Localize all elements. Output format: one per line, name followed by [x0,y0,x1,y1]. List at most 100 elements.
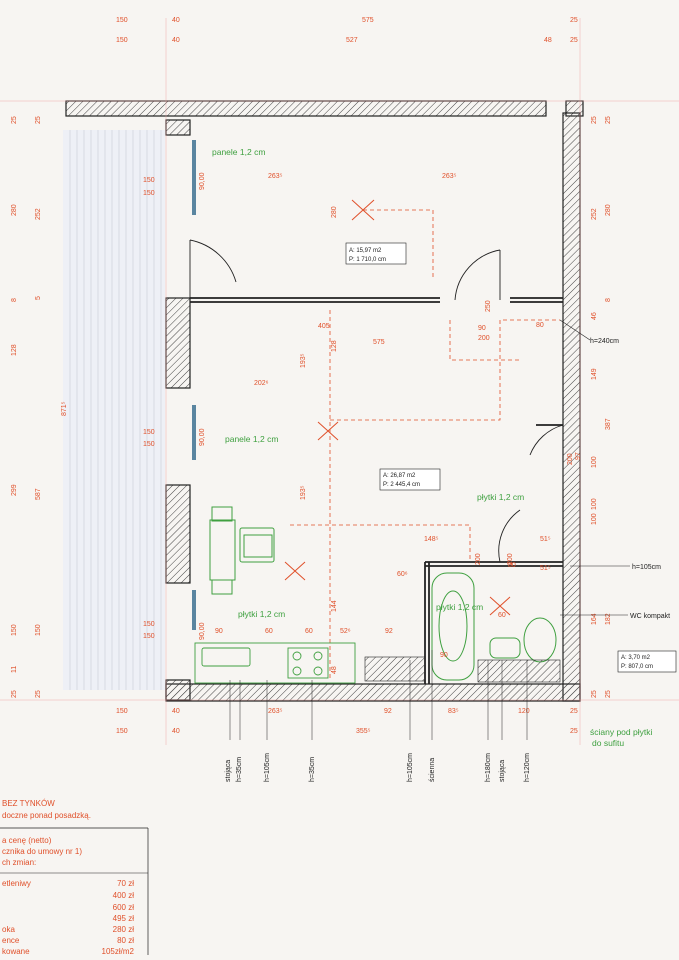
dim-top-1-b: 40 [172,17,180,24]
room1-perimeter: P: 1 710,0 cm [349,257,386,263]
walls-tiles-note: ściany pod płytki [590,727,652,737]
table-row-5-price: 80 zł [117,936,134,945]
dim-m-24: 52⁶ [340,628,351,635]
dim-right-i-5: 25 [591,690,598,698]
dim-m-39: 51⁵ [540,565,551,572]
dim-right-i-1: 252 [591,208,598,220]
vlabel-3: h=35cm [309,757,316,782]
dim-m-40: 60 [498,612,506,619]
dim-right-o-6: 182 [605,613,612,625]
table-row-4-label: oka [2,925,15,934]
table-row-1-price: 400 zł [113,891,135,900]
dim-m-4: 263⁵ [442,173,457,180]
dim-m-22: 60 [265,628,273,635]
dim-left-o-7: 25 [11,690,18,698]
dims-top-1: 150 40 575 25 [116,17,578,24]
dim-m-21: 90 [215,628,223,635]
doors [189,239,564,563]
dim-m-33: 200 [567,453,574,465]
dim-bot-1-d: 92 [384,708,392,715]
vlabel-5: ścienna [429,758,436,782]
dim-m-19: 144 [331,600,338,612]
dim-right-o-0: 25 [605,116,612,124]
leader-lines [229,650,528,740]
dim-m-8: 128 [331,340,338,352]
dim-left-i-6: 25 [35,690,42,698]
price-table: BEZ TYNKÓW doczne ponad posadzką. a cenę… [0,799,149,956]
dims-left-outer: 25 280 8 128 299 150 11 25 [11,116,18,698]
vlabel-8: h=120cm [524,753,531,782]
dim-m-35: 80 [508,562,516,569]
h105-annotation: h=105cm [632,564,661,571]
dim-left-o-1: 280 [11,204,18,216]
dim-m-5: 280 [331,206,338,218]
vertical-labels: stojąca h=35cm h=105cm h=35cm h=105cm śc… [225,753,531,782]
dim-m-31: 90,00 [199,622,206,640]
bath-tiles-label: płytki 1,2 cm [436,602,483,612]
table-subheading: doczne ponad posadzką. [2,811,91,820]
dim-m-34: 100 [591,498,598,510]
dim-m-15: 150 [143,429,155,436]
dim-left-o-2: 8 [11,298,18,302]
dim-m-10: 202⁶ [254,380,269,387]
room2-perimeter: P: 2 445,4 cm [383,482,420,488]
kitchen-counter [194,642,356,684]
bath-perimeter: P: 807,0 cm [621,664,653,670]
dim-left-o-5: 150 [11,624,18,636]
vlabel-4: h=105cm [407,753,414,782]
outer-walls [65,100,584,702]
room2-label: panele 1,2 cm [225,434,278,444]
dim-left-i-2: 5 [35,296,42,300]
dim-right-i-2: 46 [591,312,598,320]
dim-m-26: 60⁶ [397,571,408,578]
dim-left-i-1: 252 [35,208,42,220]
dim-bot-1-a: 150 [116,708,128,715]
to-ceiling-note: do sufitu [592,738,624,748]
dim-top-1-c: 575 [362,17,374,24]
dim-m-2: 90,00 [199,172,206,190]
vlabel-6: h=180cm [485,753,492,782]
table-row-0-price: 70 zł [117,879,134,888]
hall-tiles-label: płytki 1,2 cm [477,492,524,502]
dim-left-o-0: 25 [11,116,18,124]
tile-strips [364,656,561,683]
dim-bot-2-c: 355⁵ [356,728,371,735]
windows [192,140,196,630]
dim-m-20: 48 [331,666,338,674]
wc-annotation: WC kompakt [630,613,670,620]
dim-right-o-5: 100 [591,513,598,525]
dim-right-i-3: 100 [591,456,598,468]
room2-info-box: A: 26,87 m2 P: 2 445,4 cm [379,468,441,491]
dims-interior: 150 150 90,00 263⁵ 263⁵ 280 405 575 128 … [143,172,598,674]
dining-set [209,506,275,595]
table-row-5-label: ence [2,936,20,945]
table-row-3-price: 495 zł [113,914,135,923]
dim-m-38: 90 [440,652,448,659]
table-heading: BEZ TYNKÓW [2,799,55,808]
dim-left-i-4: 871⁵ [61,401,68,416]
installation-lines [290,209,560,680]
room2-area: A: 26,87 m2 [383,473,416,479]
dims-right-outer: 25 280 8 149 387 100 182 25 [591,116,612,698]
h240-annotation: h=240cm [590,338,619,345]
dim-m-18: 193⁵ [300,485,307,500]
dim-left-o-3: 128 [11,344,18,356]
dim-m-17: 90,00 [199,428,206,446]
table-row-6-label: kowane [2,947,30,956]
dim-m-1: 150 [143,190,155,197]
bath-info-box: A: 3,70 m2 P: 807,0 cm [617,650,677,673]
vlabel-7: stojąca [499,760,506,782]
bath-area: A: 3,70 m2 [621,655,651,661]
dim-m-32: 97 [575,452,582,460]
room1-area: A: 15,97 m2 [349,248,382,254]
dim-m-23: 60 [305,628,313,635]
vlabel-0: stojąca [225,760,232,782]
dim-bot-2-b: 40 [172,728,180,735]
dim-bot-1-g: 25 [570,708,578,715]
table-row-4-price: 280 zł [113,925,135,934]
dim-top-2-c: 527 [346,37,358,44]
dim-left-o-4: 299 [11,484,18,496]
dim-left-i-5: 150 [35,624,42,636]
kitchen-tiles-label: płytki 1,2 cm [238,609,285,619]
